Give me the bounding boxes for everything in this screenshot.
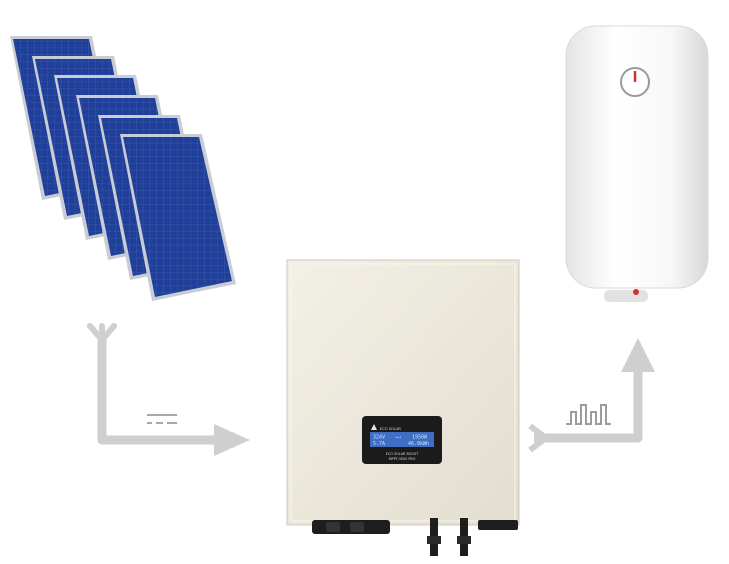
- solar-panel-array: [10, 36, 236, 301]
- plug-icon: [90, 326, 114, 340]
- model-label-line2: MPPT-3000 PRO: [389, 457, 416, 461]
- ac-waveform-icon: [566, 405, 611, 424]
- lcd-row1-mid: →→: [395, 435, 401, 441]
- dc-symbol-icon: [147, 415, 177, 423]
- inverter-icon: ECO SOLAR 324V →→ 1950W 5.7A 46.0kWh ECO…: [287, 260, 519, 525]
- ac-flow-arrow: [530, 338, 655, 450]
- arrow-up-icon: [621, 338, 655, 372]
- indicator-light-icon: [633, 289, 639, 295]
- dc-flow-arrow: [90, 326, 250, 456]
- lcd-row1-right: 1950W: [412, 435, 428, 441]
- water-heater-icon: [566, 26, 708, 302]
- brand-label: ECO SOLAR: [380, 427, 401, 431]
- lcd-row2-left: 5.7A: [373, 441, 385, 447]
- temperature-dial-icon: [621, 68, 649, 96]
- lcd-row2-right: 46.0kWh: [408, 441, 429, 447]
- arrow-right-icon: [214, 424, 250, 456]
- lcd-row1-left: 324V: [373, 435, 385, 441]
- model-label-line1: ECO SOLAR BOOST: [386, 452, 420, 456]
